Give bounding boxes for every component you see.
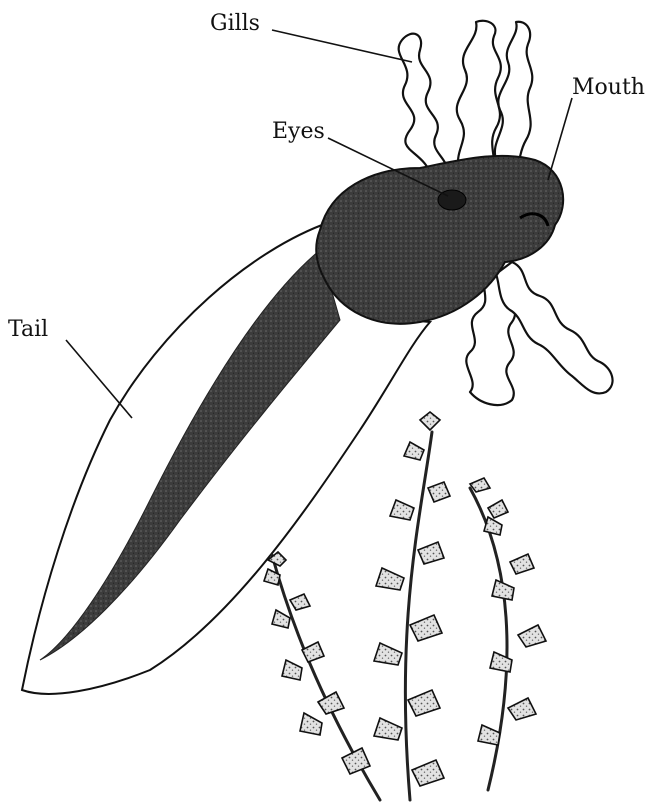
water-plant-middle <box>374 412 450 800</box>
gills-leader <box>272 30 412 62</box>
mouth-leader <box>548 98 572 180</box>
eyes-label: Eyes <box>272 119 325 144</box>
gill-lower-right <box>496 262 613 393</box>
gill-upper-left <box>399 34 447 172</box>
gill-upper-far <box>495 22 532 166</box>
mouth-label: Mouth <box>572 75 645 100</box>
tail-leader <box>66 340 132 418</box>
tail-label: Tail <box>8 317 48 342</box>
water-plant-right <box>470 478 546 790</box>
gills-label: Gills <box>210 11 260 36</box>
water-plant-left <box>264 552 380 800</box>
